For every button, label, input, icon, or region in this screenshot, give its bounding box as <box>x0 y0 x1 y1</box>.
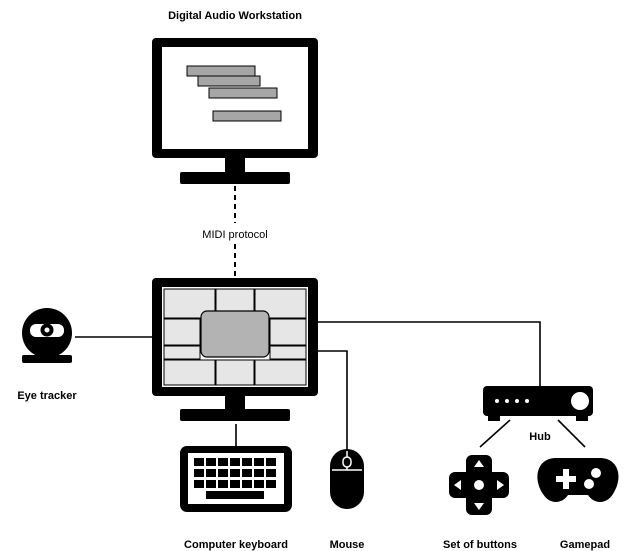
mouse-icon <box>330 449 364 509</box>
eye-tracker-label: Eye tracker <box>17 390 77 402</box>
connections <box>75 321 586 450</box>
daw-title: Digital Audio Workstation <box>168 10 302 22</box>
dpad-icon <box>449 455 509 515</box>
set-of-buttons-label: Set of buttons <box>443 539 517 551</box>
hub-label: Hub <box>529 431 551 443</box>
gamepad-label: Gamepad <box>560 539 610 551</box>
hub-icon <box>483 386 593 421</box>
keyboard-keys <box>194 458 276 499</box>
daw-monitor-icon <box>152 38 318 184</box>
center-control <box>200 310 270 358</box>
midi-protocol-label: MIDI protocol <box>202 229 267 241</box>
keyboard-label: Computer keyboard <box>184 539 288 551</box>
gamepad-icon <box>537 458 619 502</box>
eye-tracker-icon <box>22 308 72 363</box>
keyboard-icon <box>180 446 292 512</box>
daw-timeline-bars <box>186 65 282 122</box>
controller-monitor-icon <box>152 278 318 421</box>
mouse-label: Mouse <box>330 539 365 551</box>
